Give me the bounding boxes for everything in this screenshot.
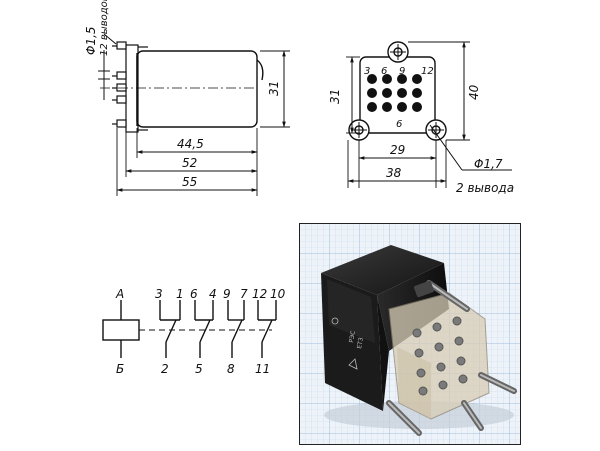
top-tab	[414, 280, 434, 298]
contact-label: 12	[252, 287, 267, 301]
front-pin-number: 6	[396, 119, 402, 130]
pins-side	[100, 41, 256, 131]
dim-44-5-label: 44,5	[177, 137, 204, 151]
dim-52-label: 52	[182, 156, 197, 170]
body-label: РЭС ЕТЗ	[331, 317, 365, 370]
front-height-right-label: 40	[467, 84, 481, 100]
front-pin-number: 6	[381, 66, 387, 77]
side-height-label: 31	[267, 81, 281, 96]
body-label-line: ЕТЗ	[356, 337, 365, 349]
coil-top-label: А	[115, 287, 124, 301]
contact-label: 5	[195, 362, 203, 376]
pin-row	[367, 88, 422, 98]
contact-label: 11	[255, 362, 270, 376]
pin-row	[367, 102, 422, 112]
body-label-line: РЭС	[348, 330, 357, 343]
coil-bottom-label: Б	[116, 362, 124, 376]
contact-label: 1	[176, 287, 184, 301]
relay-photo: РЭС ЕТЗ	[299, 223, 521, 445]
hole-count-label: 2 вывода	[456, 181, 514, 195]
front-pin-grid	[367, 74, 422, 112]
contact-label: 8	[227, 362, 235, 376]
header-pins	[412, 316, 468, 396]
pin-header	[388, 292, 490, 420]
pin-diameter-label: Φ1,5	[84, 26, 98, 55]
hole-diameter-label: Φ1,7	[474, 157, 503, 171]
contact-label: 9	[223, 287, 231, 301]
relay-body-side	[136, 50, 258, 128]
pin-block	[125, 44, 139, 133]
dim-55-label: 55	[182, 175, 197, 189]
relay-schematic	[102, 300, 277, 358]
side-view	[98, 33, 290, 196]
contact-label: 3	[155, 287, 163, 301]
coil-symbol	[102, 319, 140, 341]
front-view	[346, 41, 512, 188]
pin-row	[367, 74, 422, 84]
contact-label: 6	[190, 287, 198, 301]
contact-label: 4	[209, 287, 217, 301]
relay-photo-illustration: РЭС ЕТЗ	[299, 223, 521, 445]
front-pin-number: 12	[421, 66, 434, 77]
contact-label: 2	[161, 362, 169, 376]
pin-count-label: 12 выводов	[99, 0, 110, 56]
pin-spacing-label: 29	[390, 143, 405, 157]
front-height-left-label: 31	[328, 89, 342, 104]
front-width-label: 38	[386, 166, 402, 180]
mounting-rods	[386, 280, 517, 436]
contact-group	[257, 300, 277, 358]
contact-group	[159, 300, 181, 358]
contact-label: 7	[240, 287, 248, 301]
contact-group	[227, 300, 245, 358]
front-pin-number: 9	[399, 66, 405, 77]
contact-label: 10	[270, 287, 286, 301]
contact-group	[194, 300, 214, 358]
front-pin-number: 3	[364, 66, 370, 77]
